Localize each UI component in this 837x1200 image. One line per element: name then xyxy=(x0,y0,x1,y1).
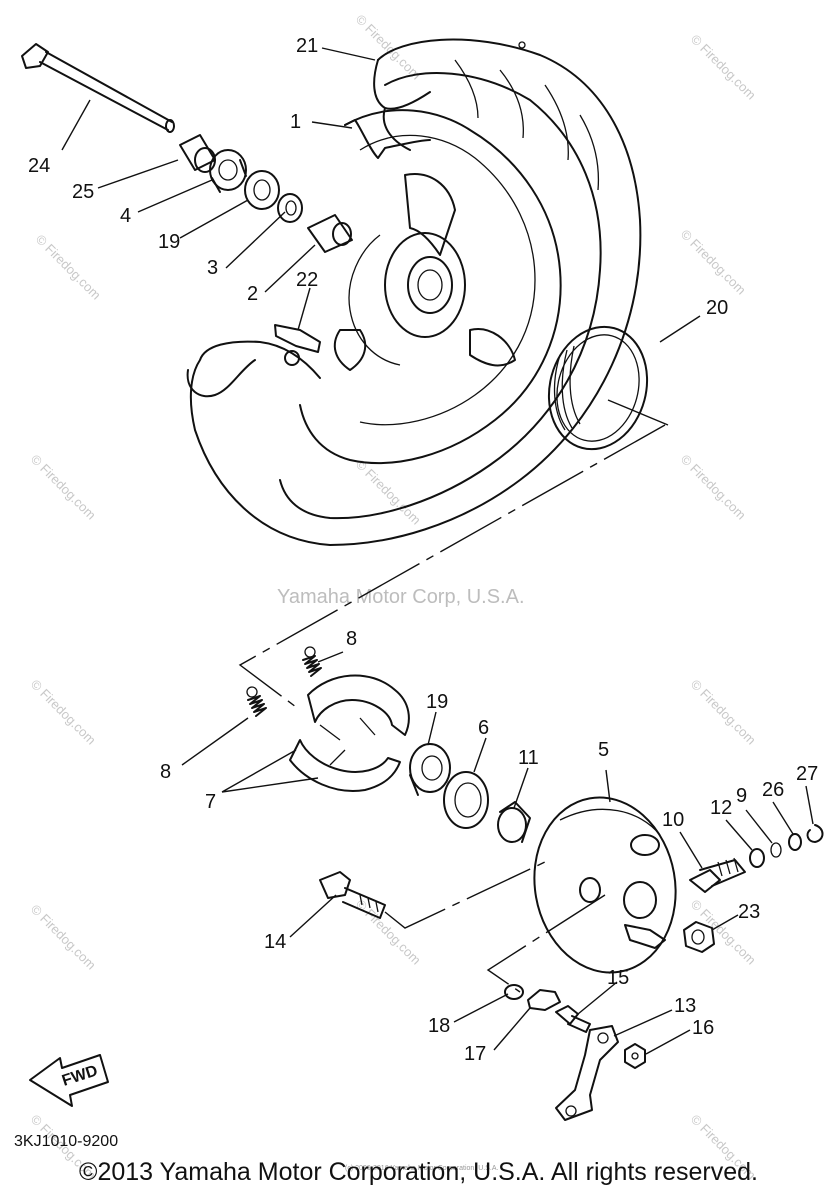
rim-strip xyxy=(344,119,431,159)
washer xyxy=(788,833,802,851)
callout: 9 xyxy=(736,785,747,807)
callout: 7 xyxy=(205,791,216,813)
washer xyxy=(749,848,765,868)
callout: 8 xyxy=(160,761,171,783)
oil-seal xyxy=(277,193,303,223)
brake-shoe xyxy=(289,674,410,792)
fwd-arrow-icon: FWD xyxy=(29,1054,109,1107)
oil-seal xyxy=(443,771,489,829)
wheel-spoke xyxy=(333,329,367,371)
callout: 14 xyxy=(264,931,286,953)
watermark: © Firedog.com xyxy=(678,227,749,298)
return-spring xyxy=(302,646,322,677)
leader-lines xyxy=(61,47,814,1055)
callout: 18 xyxy=(428,1015,450,1037)
callout: 27 xyxy=(796,763,818,785)
bearing xyxy=(409,743,451,796)
watermark-layer: © Firedog.com © Firedog.com © Firedog.co… xyxy=(28,12,759,1183)
watermark: © Firedog.com xyxy=(353,12,424,83)
valve-clip xyxy=(274,324,321,366)
callout: 12 xyxy=(710,797,732,819)
wheel-assembly xyxy=(186,38,642,546)
watermark: © Firedog.com xyxy=(28,677,99,748)
wheel-spoke xyxy=(469,328,516,367)
callout: 19 xyxy=(158,231,180,253)
tire-section-bottom xyxy=(186,359,256,398)
nut xyxy=(624,1043,646,1069)
axle xyxy=(21,43,175,133)
collar xyxy=(307,214,353,253)
watermark: © Firedog.com xyxy=(28,902,99,973)
bearing xyxy=(244,170,280,210)
watermark: © Firedog.com xyxy=(353,897,424,968)
wheel-spoke xyxy=(404,173,456,256)
callout: 17 xyxy=(464,1043,486,1065)
watermark: © Firedog.com xyxy=(688,677,759,748)
rim xyxy=(299,109,562,464)
rim-inner xyxy=(359,134,536,426)
tire-inner-edge xyxy=(279,72,602,520)
copyright-footer: ©2013 Yamaha Motor Corporation, U.S.A. A… xyxy=(79,1158,758,1186)
wheel-hub xyxy=(384,232,466,338)
axle-nut xyxy=(683,921,715,953)
callout: 21 xyxy=(296,35,318,57)
callout: 10 xyxy=(662,809,684,831)
tread-groove xyxy=(499,69,524,139)
watermark: © Firedog.com xyxy=(688,32,759,103)
bearing xyxy=(209,149,247,193)
diagram-code: 3KJ1010-9200 xyxy=(14,1133,118,1150)
assembly-line xyxy=(384,861,546,929)
watermark: © Firedog.com xyxy=(33,232,104,303)
tread-groove xyxy=(454,59,479,119)
callout: 11 xyxy=(518,747,539,769)
tire xyxy=(189,38,642,546)
o-ring xyxy=(770,842,782,858)
callout: 5 xyxy=(598,739,609,761)
assembly-line xyxy=(238,424,666,711)
circlip xyxy=(806,824,824,843)
spacer xyxy=(179,134,216,173)
brake-shoe-plate xyxy=(533,796,677,974)
callout: 25 xyxy=(72,181,94,203)
tread-groove xyxy=(579,114,600,191)
callout: 2 xyxy=(247,283,258,305)
tread-groove xyxy=(544,84,569,161)
brake-cam-lever xyxy=(555,1025,619,1121)
callout: 24 xyxy=(28,155,50,177)
callout: 3 xyxy=(207,257,218,279)
callout-labels: 21 1 24 25 4 19 3 2 22 20 8 8 7 19 6 11 … xyxy=(28,35,818,1065)
return-spring xyxy=(246,686,267,717)
watermark-center: Yamaha Motor Corp, U.S.A. xyxy=(277,586,525,608)
valve-mark xyxy=(518,41,526,49)
meter-clutch xyxy=(497,801,531,843)
brake-drum-ring xyxy=(547,325,649,451)
callout: 13 xyxy=(674,995,696,1017)
callout: 1 xyxy=(290,111,301,133)
callout: 16 xyxy=(692,1017,714,1039)
hub-bore-inner xyxy=(417,269,443,301)
assembly-line xyxy=(486,894,606,993)
bolt xyxy=(555,1005,591,1033)
watermark-credit: (c) 2006-2016 Yamaha Motor Corporation, … xyxy=(345,1165,498,1172)
meter-gear xyxy=(689,857,746,893)
callout: 8 xyxy=(346,628,357,650)
callout: 20 xyxy=(706,297,728,319)
callout: 6 xyxy=(478,717,489,739)
callout: 22 xyxy=(296,269,318,291)
hub-shell xyxy=(348,234,401,366)
callout: 26 xyxy=(762,779,784,801)
hub-bore xyxy=(407,256,453,314)
washer xyxy=(504,984,524,1000)
brake-camshaft xyxy=(319,871,386,919)
callout: 4 xyxy=(120,205,131,227)
wear-indicator xyxy=(527,989,561,1011)
watermark: © Firedog.com xyxy=(678,452,749,523)
callout: 15 xyxy=(607,967,629,989)
watermark: © Firedog.com xyxy=(28,452,99,523)
callout: 19 xyxy=(426,691,448,713)
callout: 23 xyxy=(738,901,760,923)
